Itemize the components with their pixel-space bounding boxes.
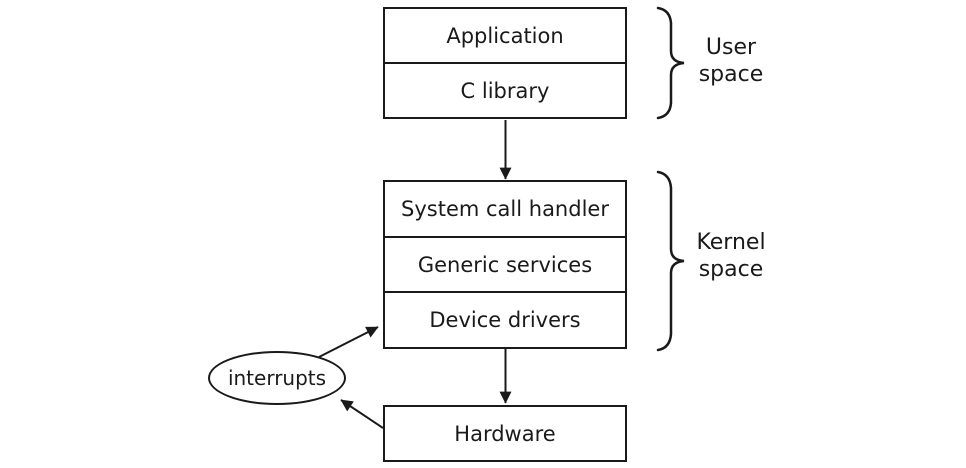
box-system-call-handler: System call handler: [385, 182, 625, 236]
box-application-label: Application: [446, 23, 564, 48]
user-space-brace: [656, 6, 685, 120]
kernel-space-label: Kernel space: [691, 229, 771, 283]
box-hardware: Hardware: [383, 405, 627, 462]
interrupts-ellipse: interrupts: [208, 351, 346, 405]
kernel-space-stack: System call handler Generic services Dev…: [383, 180, 627, 349]
box-system-call-handler-label: System call handler: [401, 196, 609, 221]
interrupts-label: interrupts: [227, 366, 327, 390]
arrow-hardware-to-interrupts: [340, 399, 384, 429]
user-space-label-line2: space: [698, 62, 764, 87]
box-generic-services: Generic services: [385, 235, 625, 292]
user-space-stack: Application C library: [383, 7, 627, 119]
box-generic-services-label: Generic services: [417, 252, 593, 277]
box-device-drivers-label: Device drivers: [429, 308, 581, 333]
box-c-library-label: C library: [460, 78, 550, 103]
kernel-space-label-line2: space: [698, 257, 764, 282]
box-c-library: C library: [385, 62, 625, 117]
kernel-space-label-line1: Kernel: [696, 230, 766, 255]
box-device-drivers: Device drivers: [385, 291, 625, 347]
arrow-interrupts-to-drivers: [318, 326, 379, 358]
user-space-label: User space: [691, 34, 771, 88]
box-application: Application: [385, 9, 625, 62]
kernel-space-brace: [656, 170, 685, 352]
user-space-label-line1: User: [705, 35, 757, 60]
box-hardware-label: Hardware: [454, 421, 556, 446]
